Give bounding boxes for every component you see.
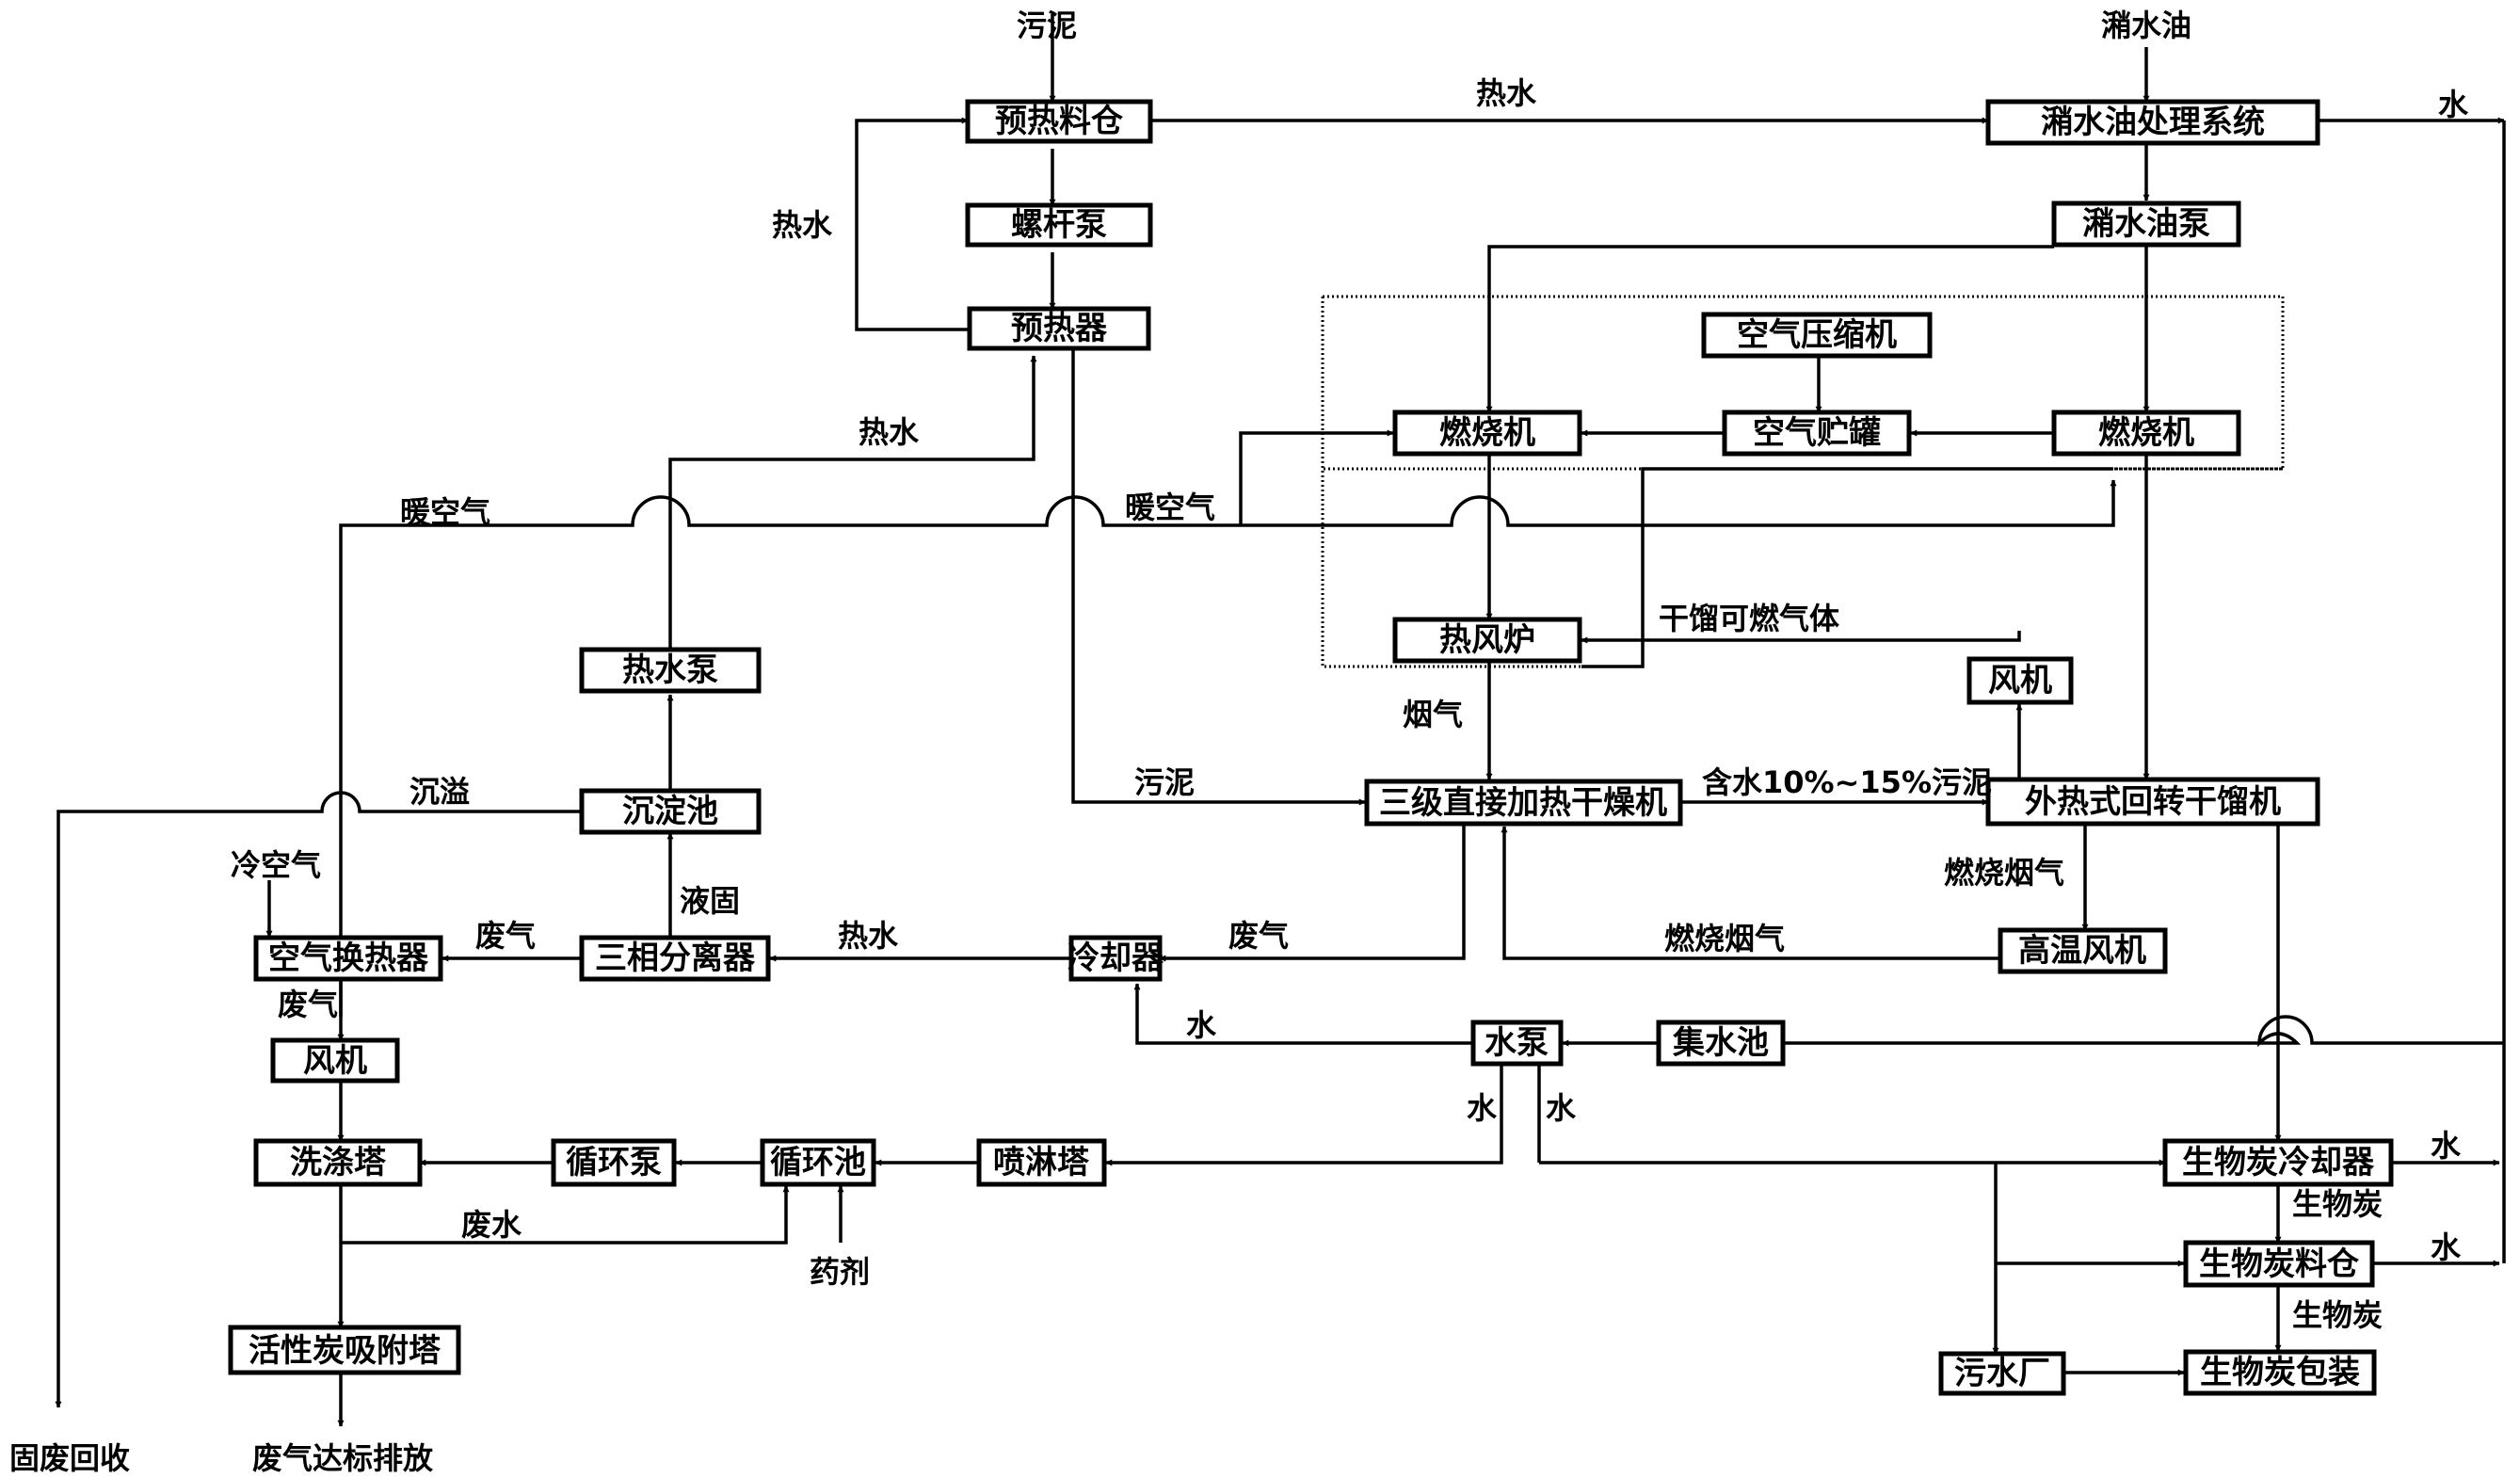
label-exhaust-gas-3: 废气 (278, 987, 338, 1022)
svg-text:空气换热器: 空气换热器 (268, 940, 429, 977)
activated-carbon-adsorption-tower: 活性炭吸附塔 (228, 1325, 461, 1375)
svg-text:燃烧机: 燃烧机 (2098, 414, 2194, 452)
preheater: 预热器 (967, 306, 1151, 351)
label-hot-water-loop: 热水 (772, 207, 833, 243)
air-heat-exchanger: 空气换热器 (253, 935, 443, 982)
label-dry-combustible-gas: 干馏可燃气体 (1659, 601, 1839, 636)
label-hot-water-low: 热水 (838, 918, 899, 954)
svg-text:水泵: 水泵 (1485, 1024, 1549, 1062)
svg-text:沉淀池: 沉淀池 (622, 793, 718, 830)
hot-water-pump: 热水泵 (579, 647, 762, 694)
svg-text:预热器: 预热器 (1011, 310, 1108, 347)
svg-text:螺杆泵: 螺杆泵 (1011, 206, 1107, 244)
label-warm-air-left: 暖空气 (400, 494, 490, 530)
burner-right: 燃烧机 (2051, 410, 2241, 457)
label-solid-waste-recovery: 固废回收 (9, 1440, 130, 1476)
svg-text:喷淋塔: 喷淋塔 (993, 1144, 1090, 1181)
cooler: 冷却器 (1067, 935, 1164, 982)
label-biochar-1: 生物炭 (2292, 1186, 2383, 1222)
scrubber-tower: 洗涤塔 (253, 1138, 423, 1187)
svg-text:风机: 风机 (1988, 662, 2052, 699)
svg-text:预热料仓: 预热料仓 (995, 103, 1124, 140)
label-cold-air: 冷空气 (231, 847, 321, 883)
oily-water-pump: 潲水油泵 (2051, 201, 2241, 248)
svg-text:循环泵: 循环泵 (566, 1144, 662, 1181)
label-water-right-2: 水 (2431, 1229, 2462, 1265)
high-temp-fan: 高温风机 (1998, 927, 2168, 974)
svg-text:生物炭冷却器: 生物炭冷却器 (2182, 1144, 2375, 1181)
label-combustion-flue-1: 燃烧烟气 (1944, 855, 2064, 891)
three-stage-direct-dryer: 三级直接加热干燥机 (1364, 779, 1683, 827)
svg-text:燃烧机: 燃烧机 (1439, 414, 1535, 452)
svg-text:冷却器: 冷却器 (1067, 940, 1164, 977)
settling-tank: 沉淀池 (579, 788, 762, 835)
circulation-pump: 循环泵 (551, 1138, 677, 1187)
three-phase-separator: 三相分离器 (579, 935, 771, 982)
svg-text:生物炭料仓: 生物炭料仓 (2199, 1245, 2360, 1283)
svg-text:风机: 风机 (303, 1042, 367, 1080)
label-oily-water-in: 潲水油 (2101, 8, 2191, 43)
air-storage-tank: 空气贮罐 (1722, 410, 1912, 457)
burner-left: 燃烧机 (1392, 410, 1582, 457)
label-warm-air-mid: 暖空气 (1125, 490, 1215, 525)
svg-text:活性炭吸附塔: 活性炭吸附塔 (249, 1332, 441, 1370)
label-sludge-mid: 污泥 (1134, 764, 1195, 800)
label-exhaust-gas-1: 废气 (475, 918, 536, 954)
label-waste-water: 废水 (461, 1207, 522, 1243)
spray-tower: 喷淋塔 (976, 1138, 1107, 1187)
external-heat-rotary-retort: 外热式回转干馏机 (1985, 777, 2320, 827)
fan-right: 风机 (1966, 656, 2074, 705)
biochar-silo: 生物炭料仓 (2183, 1240, 2375, 1288)
label-combustion-flue-2: 燃烧烟气 (1664, 921, 1785, 956)
svg-text:空气压缩机: 空气压缩机 (1737, 316, 1897, 354)
label-biochar-2: 生物炭 (2292, 1297, 2383, 1333)
svg-text:三级直接加热干燥机: 三级直接加热干燥机 (1379, 784, 1667, 822)
label-hot-water-mid: 热水 (859, 414, 920, 450)
fan-left: 风机 (270, 1037, 400, 1084)
label-water-right-1: 水 (2431, 1128, 2462, 1164)
flow-labels: 污泥 潲水油 热水 水 热水 热水 暖空气 暖空气 干馏可燃气体 烟气 污泥 含… (9, 8, 2469, 1476)
label-exhaust-discharge: 废气达标排放 (252, 1440, 434, 1476)
svg-text:热水泵: 热水泵 (622, 651, 718, 689)
biochar-cooler: 生物炭冷却器 (2162, 1138, 2394, 1187)
hot-air-furnace: 热风炉 (1392, 617, 1582, 664)
svg-text:热风炉: 热风炉 (1439, 621, 1535, 659)
label-moisture-sludge: 含水10%~15%污泥 (1702, 764, 1992, 800)
water-pump: 水泵 (1470, 1020, 1564, 1067)
preheat-bin: 预热料仓 (965, 99, 1153, 144)
oily-water-treatment-system: 潲水油处理系统 (1985, 99, 2320, 146)
label-flue-gas: 烟气 (1403, 697, 1463, 732)
svg-text:洗涤塔: 洗涤塔 (290, 1144, 387, 1181)
label-water-down-2: 水 (1546, 1090, 1577, 1126)
label-overflow: 沉溢 (409, 774, 470, 810)
water-collection-tank: 集水池 (1656, 1020, 1786, 1067)
label-water-to-cooler: 水 (1186, 1007, 1217, 1043)
svg-text:循环池: 循环池 (770, 1144, 866, 1181)
svg-text:集水池: 集水池 (1672, 1024, 1769, 1062)
label-exhaust-gas-2: 废气 (1228, 918, 1289, 954)
label-liquid-solid: 液固 (680, 883, 740, 919)
biochar-packing: 生物炭包装 (2183, 1349, 2377, 1396)
circulation-tank: 循环池 (760, 1138, 876, 1187)
label-water-down-1: 水 (1467, 1090, 1498, 1126)
screw-pump: 螺杆泵 (965, 202, 1153, 248)
wastewater-plant: 污水厂 (1938, 1351, 2066, 1396)
svg-text:空气贮罐: 空气贮罐 (1753, 414, 1881, 452)
svg-text:外热式回转干馏机: 外热式回转干馏机 (2025, 783, 2281, 821)
air-compressor: 空气压缩机 (1701, 312, 1933, 359)
svg-text:潲水油处理系统: 潲水油处理系统 (2041, 104, 2265, 141)
label-sludge-in: 污泥 (1017, 8, 1077, 43)
svg-text:污水厂: 污水厂 (1954, 1355, 2050, 1392)
svg-text:潲水油泵: 潲水油泵 (2082, 205, 2210, 243)
flow-lines (55, 14, 2506, 1427)
label-hot-water-top: 热水 (1476, 75, 1537, 111)
label-chemicals: 药剂 (810, 1254, 870, 1290)
label-water-right-top: 水 (2438, 87, 2469, 122)
svg-text:高温风机: 高温风机 (2018, 932, 2146, 970)
svg-text:生物炭包装: 生物炭包装 (2200, 1354, 2360, 1391)
svg-text:三相分离器: 三相分离器 (595, 940, 756, 977)
